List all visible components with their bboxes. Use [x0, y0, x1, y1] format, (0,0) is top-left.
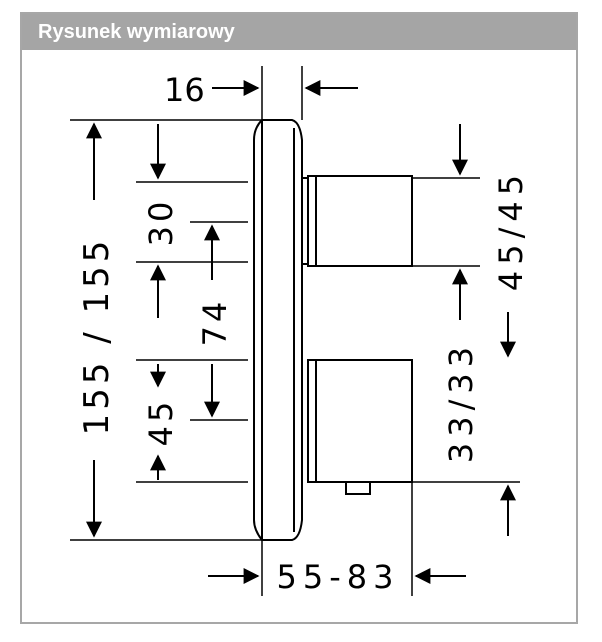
label-plate-depth: 16: [164, 71, 205, 109]
lower-knob: [307, 359, 413, 495]
drawing-frame: Rysunek wymiarowy: [20, 12, 578, 624]
dimension-labels: 16 155 / 155 30 74 45 45/45 33/33 55-83: [77, 71, 530, 596]
header-bar: Rysunek wymiarowy: [22, 14, 576, 50]
upper-knob: [302, 175, 413, 267]
label-upper-knob-size: 45/45: [492, 169, 530, 291]
label-lower-knob-size: 33/33: [442, 341, 480, 463]
page-title: Rysunek wymiarowy: [38, 21, 235, 43]
label-total-height: 155 / 155: [77, 237, 117, 436]
cover-plate: [253, 119, 303, 541]
label-lower-knob-height: 45: [142, 398, 180, 447]
label-top-offset: 30: [142, 198, 180, 247]
dimension-arrows: [86, 80, 516, 584]
extension-lines: [70, 66, 520, 596]
label-knob-spacing: 74: [196, 298, 234, 347]
label-projection: 55-83: [277, 558, 400, 596]
